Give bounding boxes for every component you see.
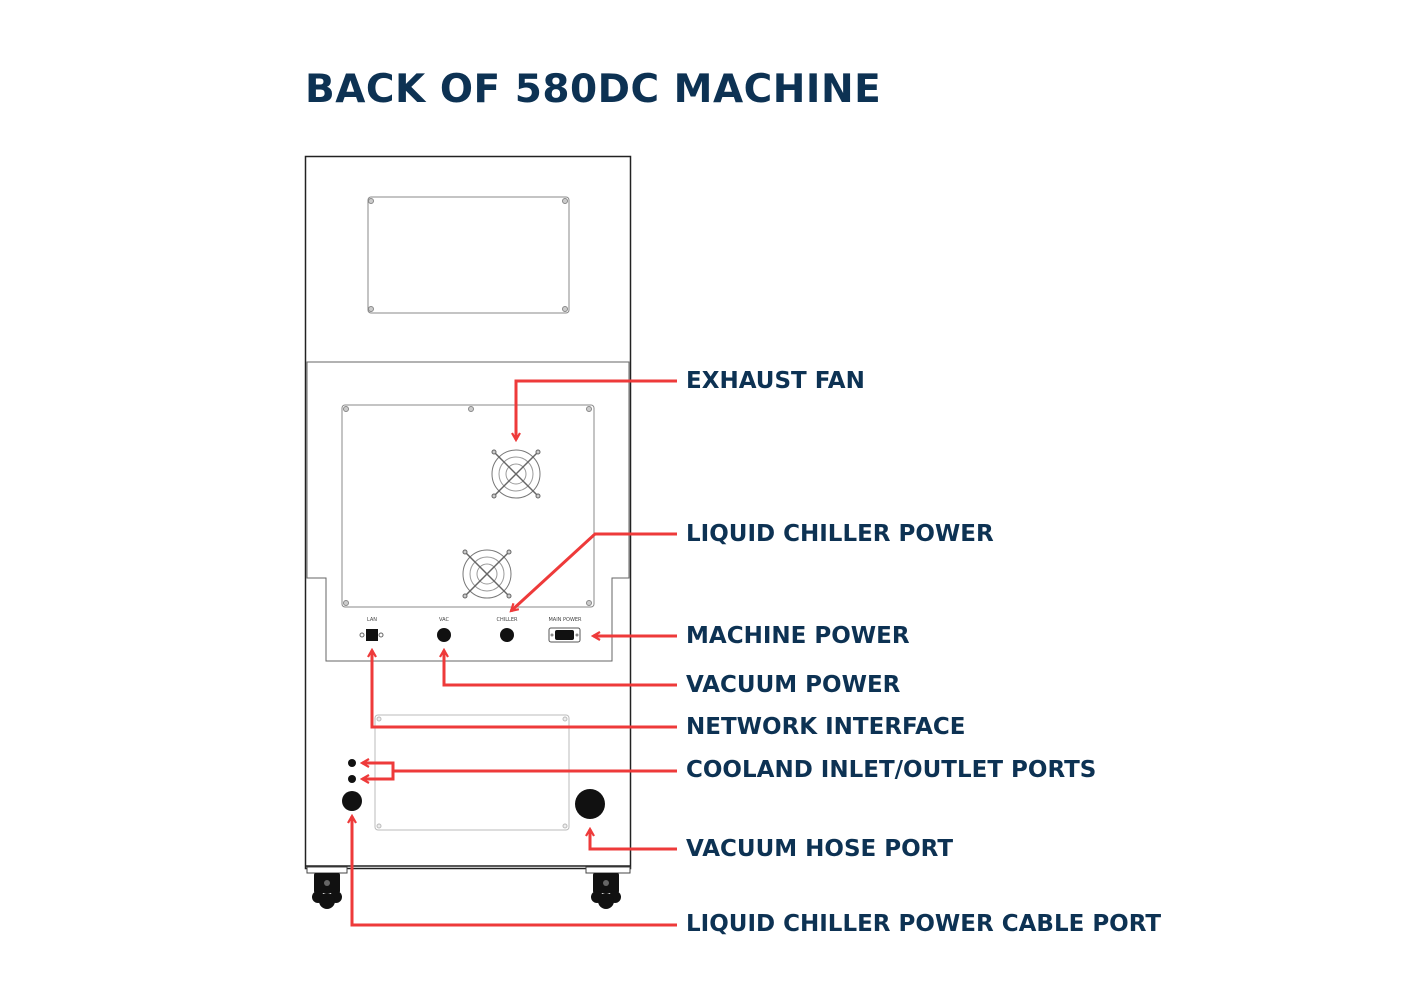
lan-port [359, 629, 384, 641]
arrow-vacuum-power [444, 650, 677, 687]
arrow-chiller-power-cable-port [352, 816, 677, 927]
exhaust-fan-grille-lower [462, 549, 512, 599]
coolant-outlet-port [348, 775, 356, 783]
port-label-main-power: MAIN POWER [548, 617, 582, 623]
callout-arrows [352, 379, 677, 927]
callout-vacuum-hose-port: VACUUM HOSE PORT [686, 836, 954, 862]
arrow-network-interface [372, 650, 677, 729]
top-access-panel [367, 196, 570, 314]
exhaust-fan-grille-upper [491, 449, 541, 499]
page-title: BACK OF 580DC MACHINE [305, 67, 882, 112]
callout-network-interface: NETWORK INTERFACE [686, 714, 966, 740]
coolant-inlet-port [348, 759, 356, 767]
callout-liquid-chiller-power: LIQUID CHILLER POWER [686, 521, 994, 547]
main-power-socket [548, 627, 581, 643]
arrow-liquid-chiller-power [511, 532, 677, 611]
port-label-lan: LAN [367, 617, 377, 623]
vac-power-socket [437, 628, 451, 642]
caster-wheel-right [585, 866, 631, 909]
arrow-exhaust-fan [516, 379, 677, 440]
arrow-coolant-inlet [362, 763, 395, 771]
arrow-vacuum-hose-port [590, 829, 677, 851]
chiller-power-socket [500, 628, 514, 642]
chiller-power-cable-port [342, 791, 362, 811]
caster-wheel-left [306, 866, 348, 909]
arrow-coolant-outlet [362, 771, 395, 779]
machine-back-panel: LAN VAC CHILLER MAIN POWER [304, 155, 632, 909]
callout-machine-power: MACHINE POWER [686, 623, 910, 649]
callout-exhaust-fan: EXHAUST FAN [686, 368, 865, 394]
callout-coolant-ports: COOLAND INLET/OUTLET PORTS [686, 757, 1097, 783]
port-label-chiller: CHILLER [497, 617, 518, 623]
callout-chiller-power-cable-port: LIQUID CHILLER POWER CABLE PORT [686, 911, 1162, 937]
port-label-vac: VAC [439, 617, 449, 623]
callout-vacuum-power: VACUUM POWER [686, 672, 901, 698]
vacuum-hose-port [575, 789, 605, 819]
